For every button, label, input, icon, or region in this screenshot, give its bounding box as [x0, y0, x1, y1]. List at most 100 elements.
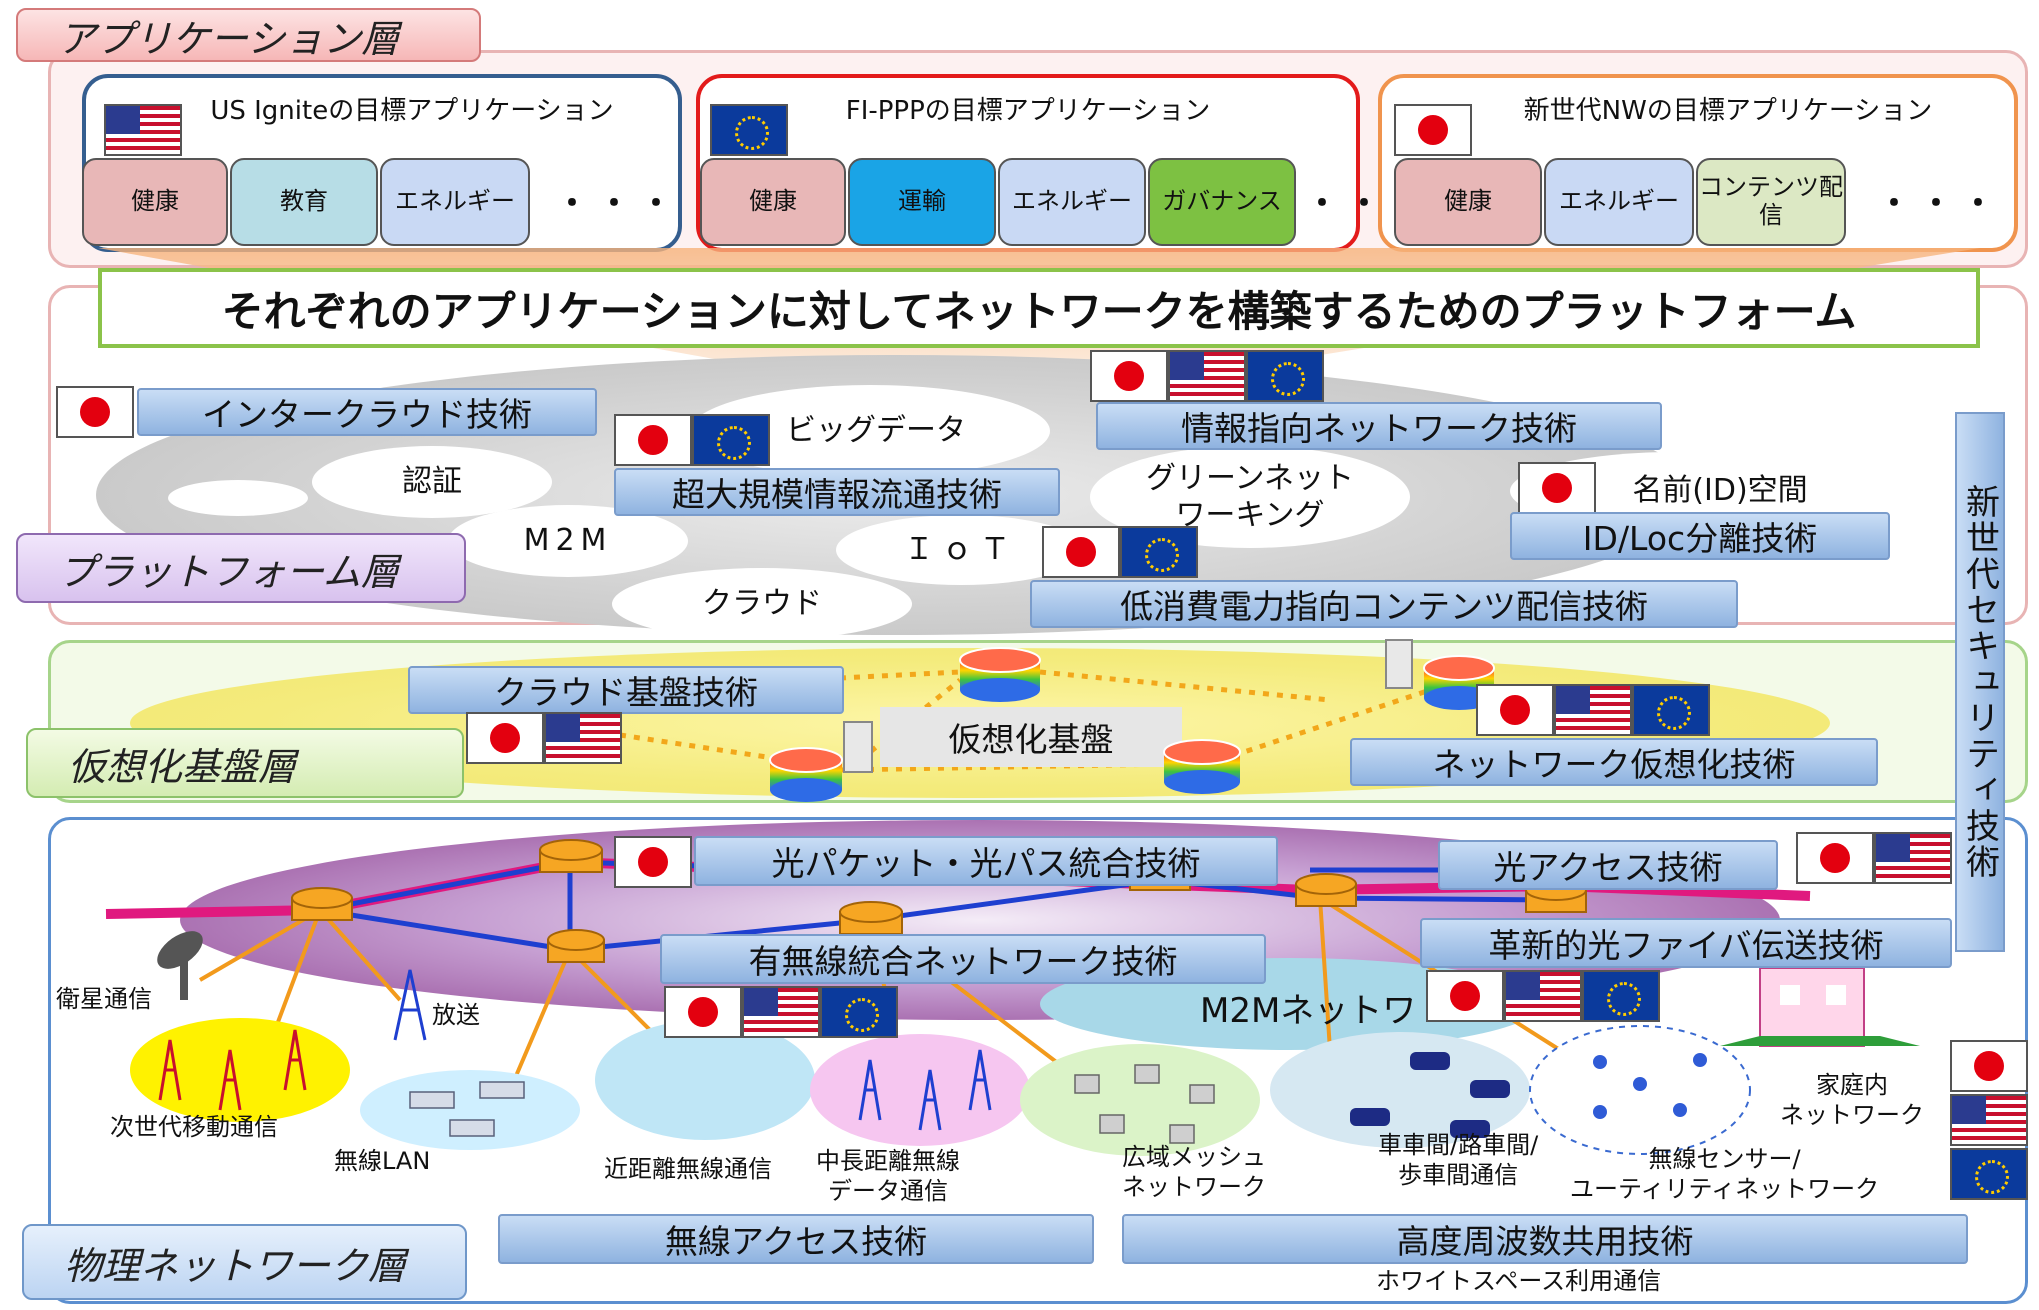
eu-flag-icon	[710, 104, 788, 156]
mobile-label: 次世代移動通信	[110, 1113, 278, 1141]
router-icon	[1295, 873, 1357, 907]
us-ignite-app-group: US Igniteの目標アプリケーション 健康 教育 エネルギー ・・・	[82, 74, 682, 252]
optical-access-jp-flag-icon	[1796, 832, 1874, 884]
mobile-cluster-cloud	[130, 1018, 350, 1122]
home-us-flag-icon	[1950, 1094, 2028, 1146]
optical-packet-tech-bar: 光パケット・光パス統合技術	[694, 836, 1278, 886]
mesh-cluster-cloud	[1020, 1044, 1260, 1156]
eu-app-governance: ガバナンス	[1148, 158, 1296, 246]
mobile-tower-icon	[158, 1029, 307, 1111]
m2m-eu-flag-icon	[1582, 970, 1660, 1022]
security-tech-label: 新世代セキュリティ技術	[1959, 484, 2000, 880]
platform-layer-label: プラットフォーム層	[16, 533, 466, 603]
us-app-health: 健康	[82, 158, 228, 246]
wired-wireless-jp-flag-icon	[664, 986, 742, 1038]
optical-access-tech-bar: 光アクセス技術	[1438, 840, 1778, 890]
nw-virt-eu-flag-icon	[1632, 684, 1710, 736]
intercloud-jp-flag-icon	[56, 386, 134, 438]
virtualization-layer-label: 仮想化基盤層	[26, 728, 464, 798]
bigdata-eu-flag-icon	[692, 414, 770, 466]
m2m-jp-flag-icon	[1426, 970, 1504, 1022]
home-jp-flag-icon	[1950, 1040, 2028, 1092]
optical-access-us-flag-icon	[1874, 832, 1952, 884]
wired-wireless-eu-flag-icon	[820, 986, 898, 1038]
low-power-tech-bar: 低消費電力指向コンテンツ配信技術	[1030, 580, 1738, 628]
nw-virt-tech-bar: ネットワーク仮想化技術	[1350, 738, 1878, 786]
new-gen-nw-app-group: 新世代NWの目標アプリケーション 健康 エネルギー コンテンツ配信 ・・・	[1378, 74, 2018, 252]
whitespace-label: ホワイトスペース利用通信	[1376, 1267, 1662, 1295]
icn-us-flag-icon	[1168, 350, 1246, 402]
us-flag-icon	[104, 104, 182, 156]
car-icon	[1350, 1052, 1510, 1138]
bigdata-flow-tech-bar: 超大規模情報流通技術	[614, 468, 1060, 516]
mid-range-cluster-cloud	[810, 1034, 1030, 1146]
jp-more-dots: ・・・	[1878, 184, 2005, 222]
nw-virt-us-flag-icon	[1554, 684, 1632, 736]
eu-app-energy: エネルギー	[998, 158, 1146, 246]
eu-app-transport: 運輸	[848, 158, 996, 246]
broadcast-label: 放送	[432, 1001, 480, 1029]
broadcast-tower-icon	[393, 969, 427, 1041]
satellite-dish-icon	[157, 931, 203, 1000]
eu-more-dots: ・・	[1306, 184, 1391, 222]
wlan-cluster-cloud	[360, 1070, 580, 1150]
idloc-jp-flag-icon	[1518, 462, 1596, 514]
optical-packet-jp-flag-icon	[614, 836, 692, 888]
wlan-ap-icon	[409, 1081, 525, 1137]
bigdata-jp-flag-icon	[614, 414, 692, 466]
mid-range-label: 中長距離無線 データ通信	[816, 1147, 960, 1205]
mesh-node-icon	[1074, 1064, 1215, 1144]
sensor-label: 無線センサー/ ユーティリティネットワーク	[1570, 1145, 1880, 1203]
icn-jp-flag-icon	[1090, 350, 1168, 402]
cloud-base-jp-flag-icon	[466, 712, 544, 764]
small-oval	[168, 480, 308, 516]
wired-wireless-tech-bar: 有無線統合ネットワーク技術	[660, 934, 1266, 984]
jp-flag-icon	[1394, 104, 1472, 156]
auth-oval: 認証	[312, 446, 552, 518]
us-ignite-title: US Igniteの目標アプリケーション	[210, 96, 614, 126]
router-icon	[547, 929, 605, 963]
mesh-label: 広域メッシュ ネットワーク	[1122, 1143, 1266, 1201]
security-tech-bar: 新世代セキュリティ技術	[1955, 412, 2005, 952]
green-networking-oval: グリーンネット ワーキング	[1090, 446, 1410, 548]
v2v-cluster-cloud	[1270, 1032, 1530, 1148]
router-icon	[1163, 739, 1241, 794]
nfc-cluster-cloud	[595, 1020, 815, 1140]
mid-range-tower-icon	[858, 1049, 992, 1131]
cloud-oval: クラウド	[612, 568, 912, 640]
platform-banner: それぞれのアプリケーションに対してネットワークを構築するためのプラットフォーム	[98, 268, 1980, 348]
jp-app-content: コンテンツ配信	[1696, 158, 1846, 246]
low-power-jp-flag-icon	[1042, 526, 1120, 578]
sensor-icon	[1593, 1053, 1707, 1119]
router-icon	[839, 901, 903, 935]
satellite-label: 衛星通信	[56, 985, 152, 1013]
us-more-dots: ・・・	[556, 184, 683, 222]
router-icon	[769, 747, 843, 802]
icn-tech-bar: 情報指向ネットワーク技術	[1096, 402, 1662, 450]
nw-virt-jp-flag-icon	[1476, 684, 1554, 736]
virtualization-base-label: 仮想化基盤	[880, 707, 1182, 767]
m2m-network-label: M2Mネットワ	[1200, 991, 1417, 1031]
cloud-base-us-flag-icon	[544, 712, 622, 764]
jp-app-health: 健康	[1394, 158, 1542, 246]
m2m-oval: M2M	[448, 505, 688, 577]
home-network-label: 家庭内 ネットワーク	[1780, 1071, 1924, 1129]
home-eu-flag-icon	[1950, 1148, 2028, 1200]
physical-layer-label: 物理ネットワーク層	[22, 1224, 467, 1300]
nfc-label: 近距離無線通信	[604, 1155, 772, 1183]
wireless-access-tech-bar: 無線アクセス技術	[498, 1214, 1094, 1264]
new-gen-nw-title: 新世代NWの目標アプリケーション	[1523, 96, 1933, 126]
idloc-tech-bar: ID/Loc分離技術	[1510, 512, 1890, 560]
intercloud-tech-bar: インタークラウド技術	[137, 388, 597, 436]
low-power-eu-flag-icon	[1120, 526, 1198, 578]
spectrum-tech-bar: 高度周波数共用技術	[1122, 1214, 1968, 1264]
fi-ppp-title: FI-PPPの目標アプリケーション	[845, 96, 1211, 126]
router-icon	[959, 647, 1041, 702]
router-icon	[291, 887, 353, 921]
wlan-label: 無線LAN	[334, 1147, 431, 1175]
application-layer-label: アプリケーション層	[16, 8, 481, 62]
fiber-tech-bar: 革新的光ファイバ伝送技術	[1420, 918, 1952, 968]
eu-app-health: 健康	[700, 158, 846, 246]
